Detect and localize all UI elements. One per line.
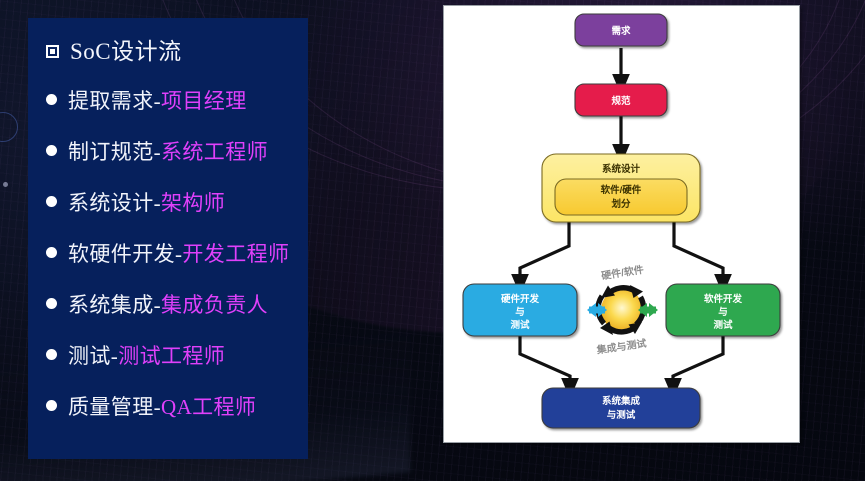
node-requirement-label: 需求 xyxy=(611,25,631,37)
node-specification-label: 规范 xyxy=(611,95,631,107)
node-software-line2: 与 xyxy=(718,306,728,318)
bullet-dot-icon xyxy=(46,94,57,105)
list-item: 提取需求-项目经理 xyxy=(28,90,308,141)
node-system-design-label: 系统设计 xyxy=(602,163,641,175)
cycle-arrowheads-icon xyxy=(600,285,643,335)
soc-flow-diagram-panel: 需求 规范 系统设计 软件/硬件 划分 硬件开发 与 xyxy=(443,5,800,443)
list-item-role: 系统工程师 xyxy=(161,140,268,164)
node-hardware-line2: 与 xyxy=(515,306,525,318)
node-hardware-line3: 测试 xyxy=(510,319,530,331)
list-item: 质量管理-QA工程师 xyxy=(28,396,308,447)
list-item-role: 项目经理 xyxy=(161,89,247,113)
list-item-task: 测试- xyxy=(68,344,119,368)
node-software-dev-test[interactable]: 软件开发 与 测试 xyxy=(665,283,781,337)
bullet-dot-icon xyxy=(46,196,57,207)
list-item: 软硬件开发-开发工程师 xyxy=(28,243,308,294)
square-bullet-icon xyxy=(46,45,59,58)
list-item-text: 质量管理-QA工程师 xyxy=(68,396,256,418)
list-item-task: 软硬件开发- xyxy=(68,242,183,266)
list-item-task: 制订规范- xyxy=(68,140,161,164)
list-item-text: 制订规范-系统工程师 xyxy=(68,141,268,163)
list-item: 系统集成-集成负责人 xyxy=(28,294,308,345)
connector-system-design-to-hardware xyxy=(511,222,571,295)
node-partition-line1: 软件/硬件 xyxy=(601,184,642,196)
cycle-right-double-arrow-icon xyxy=(638,303,658,317)
background-dot xyxy=(3,182,8,187)
node-system-integration-test[interactable]: 系统集成 与测试 xyxy=(541,387,701,429)
node-hardware-line1: 硬件开发 xyxy=(501,293,540,305)
list-item-task: 质量管理- xyxy=(68,395,161,419)
node-integration-line1: 系统集成 xyxy=(602,395,641,407)
soc-flow-diagram: 需求 规范 系统设计 软件/硬件 划分 硬件开发 与 xyxy=(462,13,781,429)
list-item-task: 系统设计- xyxy=(68,191,161,215)
integration-cycle-group: 硬件/软件 集成与测试 xyxy=(587,263,658,357)
panel-title-row: SoC设计流 xyxy=(28,32,308,90)
list-item: 测试-测试工程师 xyxy=(28,345,308,396)
node-system-design[interactable]: 系统设计 软件/硬件 划分 xyxy=(541,153,701,223)
list-item-role: QA工程师 xyxy=(161,395,257,419)
bullet-dot-icon xyxy=(46,400,57,411)
bullet-dot-icon xyxy=(46,247,57,258)
bullet-dot-icon xyxy=(46,349,57,360)
cycle-bottom-label: 集成与测试 xyxy=(595,337,647,357)
soc-design-flow-panel: SoC设计流 提取需求-项目经理 制订规范-系统工程师 系统设计-架构师 软硬件… xyxy=(28,18,308,459)
list-item: 制订规范-系统工程师 xyxy=(28,141,308,192)
connector-hardware-to-integration xyxy=(518,336,579,399)
background-circle-outline xyxy=(0,112,18,142)
cycle-left-double-arrow-icon xyxy=(587,303,607,317)
bullet-dot-icon xyxy=(46,298,57,309)
list-item-task: 提取需求- xyxy=(68,89,161,113)
connector-system-design-to-software xyxy=(672,222,732,295)
node-partition-line2: 划分 xyxy=(611,198,631,210)
cycle-top-label: 硬件/软件 xyxy=(600,263,644,283)
node-specification[interactable]: 规范 xyxy=(574,83,668,117)
list-item-text: 提取需求-项目经理 xyxy=(68,90,247,112)
list-item-role: 架构师 xyxy=(161,191,226,215)
page-title: SoC设计流 xyxy=(70,39,182,64)
node-partition[interactable]: 软件/硬件 划分 xyxy=(554,178,688,216)
connector-software-to-integration xyxy=(664,336,725,399)
node-integration-line2: 与测试 xyxy=(607,409,636,421)
list-item-role: 开发工程师 xyxy=(182,242,290,266)
node-hardware-dev-test[interactable]: 硬件开发 与 测试 xyxy=(462,283,578,337)
list-item-text: 系统设计-架构师 xyxy=(68,192,225,214)
list-item-role: 测试工程师 xyxy=(118,344,226,368)
list-item-text: 系统集成-集成负责人 xyxy=(68,294,268,316)
node-software-line1: 软件开发 xyxy=(704,293,743,305)
list-item-text: 软硬件开发-开发工程师 xyxy=(68,243,289,265)
list-item-role: 集成负责人 xyxy=(161,293,268,317)
list-item-text: 测试-测试工程师 xyxy=(68,345,225,367)
list-item-task: 系统集成- xyxy=(68,293,161,317)
cycle-sphere-icon xyxy=(601,289,643,331)
node-requirement[interactable]: 需求 xyxy=(574,13,668,47)
list-item: 系统设计-架构师 xyxy=(28,192,308,243)
bullet-dot-icon xyxy=(46,145,57,156)
node-software-line3: 测试 xyxy=(713,319,733,331)
